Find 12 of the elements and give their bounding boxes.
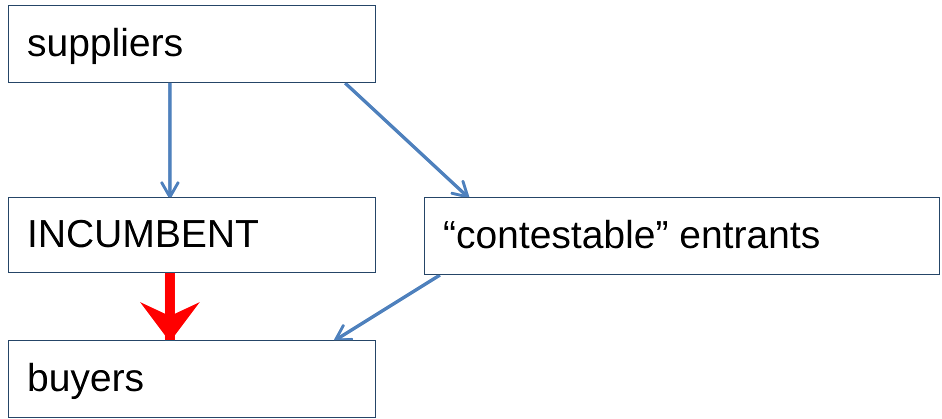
process-box (8, 340, 376, 418)
process-box (424, 197, 940, 275)
process-box (8, 5, 376, 83)
node-label: suppliers (27, 22, 184, 66)
node-label: “contestable” entrants (443, 214, 820, 258)
node-label: INCUMBENT (27, 213, 259, 257)
process-box (8, 197, 376, 273)
arrow (344, 82, 470, 198)
arrow (160, 83, 180, 198)
arrow (140, 273, 200, 342)
node-label: buyers (27, 357, 144, 401)
arrow (334, 274, 441, 342)
